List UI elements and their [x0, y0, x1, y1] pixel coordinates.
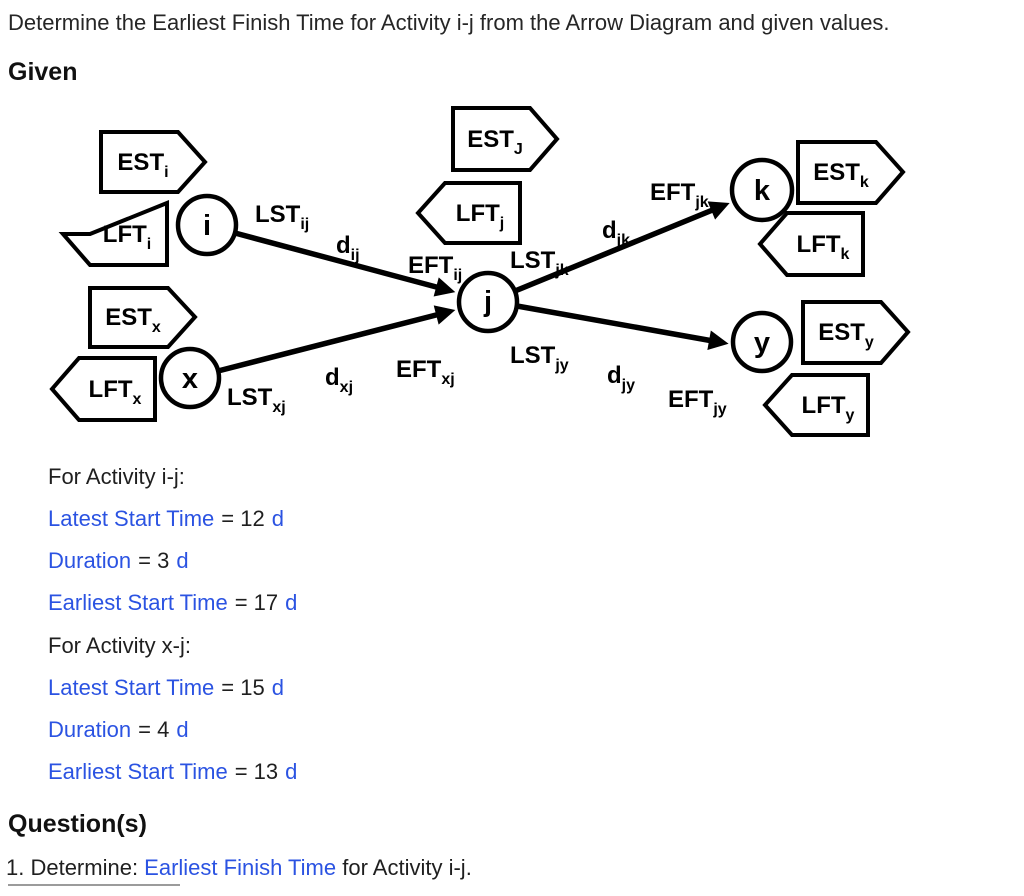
edge-label-eft-jy: EFTjy	[668, 386, 727, 418]
node-i	[175, 193, 239, 257]
duration-unit: d	[176, 548, 189, 573]
est-value: = 17	[234, 590, 279, 615]
lst-unit: d	[271, 675, 284, 700]
edge-label-eft-ij: EFTij	[408, 252, 462, 284]
edge-label-eft-xj: EFTxj	[396, 356, 455, 388]
duration-value: = 3	[138, 548, 170, 573]
page-title: Determine the Earliest Finish Time for A…	[8, 10, 890, 35]
est-k-label: ESTk	[813, 159, 869, 191]
lft-y-label: LFTy	[802, 392, 855, 424]
answer-input[interactable]	[8, 884, 180, 896]
lft-k-tag	[757, 211, 865, 277]
activity-xj-header: For Activity x-j:	[48, 633, 192, 658]
edge-label-lst-xj: LSTxj	[227, 384, 286, 416]
lft-x-label: LFTx	[89, 376, 142, 408]
lst-value: = 15	[221, 675, 265, 700]
est-unit: d	[285, 590, 298, 615]
node-k-label: k	[754, 175, 771, 207]
est-j-tag	[451, 106, 560, 172]
edge-label-eft-jk: EFTjk	[650, 179, 709, 211]
lst-value: = 12	[221, 506, 265, 531]
node-j	[456, 270, 520, 334]
question-prefix: 1. Determine:	[6, 855, 145, 880]
lft-j-label: LFTj	[456, 200, 504, 232]
est-i-label: ESTi	[117, 149, 168, 181]
edge-j-y	[516, 303, 729, 351]
lft-y-tag	[762, 373, 870, 437]
edge-x-j	[217, 305, 456, 374]
given-heading: Given	[8, 58, 78, 86]
node-x-label: x	[182, 363, 198, 395]
duration-label: Duration	[48, 548, 132, 573]
duration-label: Duration	[48, 717, 132, 742]
est-j-label: ESTJ	[467, 126, 523, 158]
lft-j-tag	[415, 181, 522, 245]
est-k-tag	[796, 140, 906, 205]
est-unit: d	[285, 759, 298, 784]
lst-label: Latest Start Time	[48, 506, 215, 531]
duration-value: = 4	[138, 717, 170, 742]
est-x-label: ESTx	[105, 304, 161, 336]
lft-i-label: LFTi	[103, 221, 151, 253]
node-k	[729, 157, 795, 223]
node-x	[158, 346, 222, 410]
questions-heading: Question(s)	[8, 810, 147, 838]
est-y-label: ESTy	[818, 319, 874, 351]
question-suffix: for Activity i-j.	[336, 855, 472, 880]
node-j-label: j	[483, 286, 492, 318]
question-1: 1. Determine: Earliest Finish Time for A…	[6, 855, 472, 881]
edge-j-k	[513, 201, 730, 294]
node-y-label: y	[754, 327, 770, 359]
lft-k-label: LFTk	[797, 231, 850, 263]
est-label: Earliest Start Time	[48, 590, 228, 615]
node-y	[730, 310, 794, 374]
edge-label-lst-jk: LSTjk	[510, 247, 569, 279]
node-i-label: i	[203, 210, 211, 242]
est-value: = 13	[234, 759, 279, 784]
edge-label-d-jk: djk	[602, 217, 630, 249]
lst-unit: d	[271, 506, 284, 531]
activity-ij-header: For Activity i-j:	[48, 464, 185, 489]
duration-unit: d	[176, 717, 189, 742]
lft-i-tag	[58, 200, 169, 267]
est-y-tag	[801, 300, 911, 365]
est-i-tag	[99, 130, 208, 194]
lst-label: Latest Start Time	[48, 675, 215, 700]
est-x-tag	[88, 286, 198, 349]
question-highlight: Earliest Finish Time	[144, 855, 337, 880]
edge-label-d-xj: dxj	[325, 364, 353, 396]
arrow-diagram: ESTi LFTi ESTx LFTx ESTJ LFTj ESTk LFTk …	[49, 106, 911, 437]
edge-label-lst-ij: LSTij	[255, 201, 309, 233]
edge-i-j	[234, 230, 456, 297]
lft-x-tag	[49, 356, 157, 422]
edge-label-lst-jy: LSTjy	[510, 342, 569, 374]
edge-label-d-ij: dij	[336, 232, 360, 264]
est-label: Earliest Start Time	[48, 759, 228, 784]
edge-label-d-jy: djy	[607, 362, 635, 394]
